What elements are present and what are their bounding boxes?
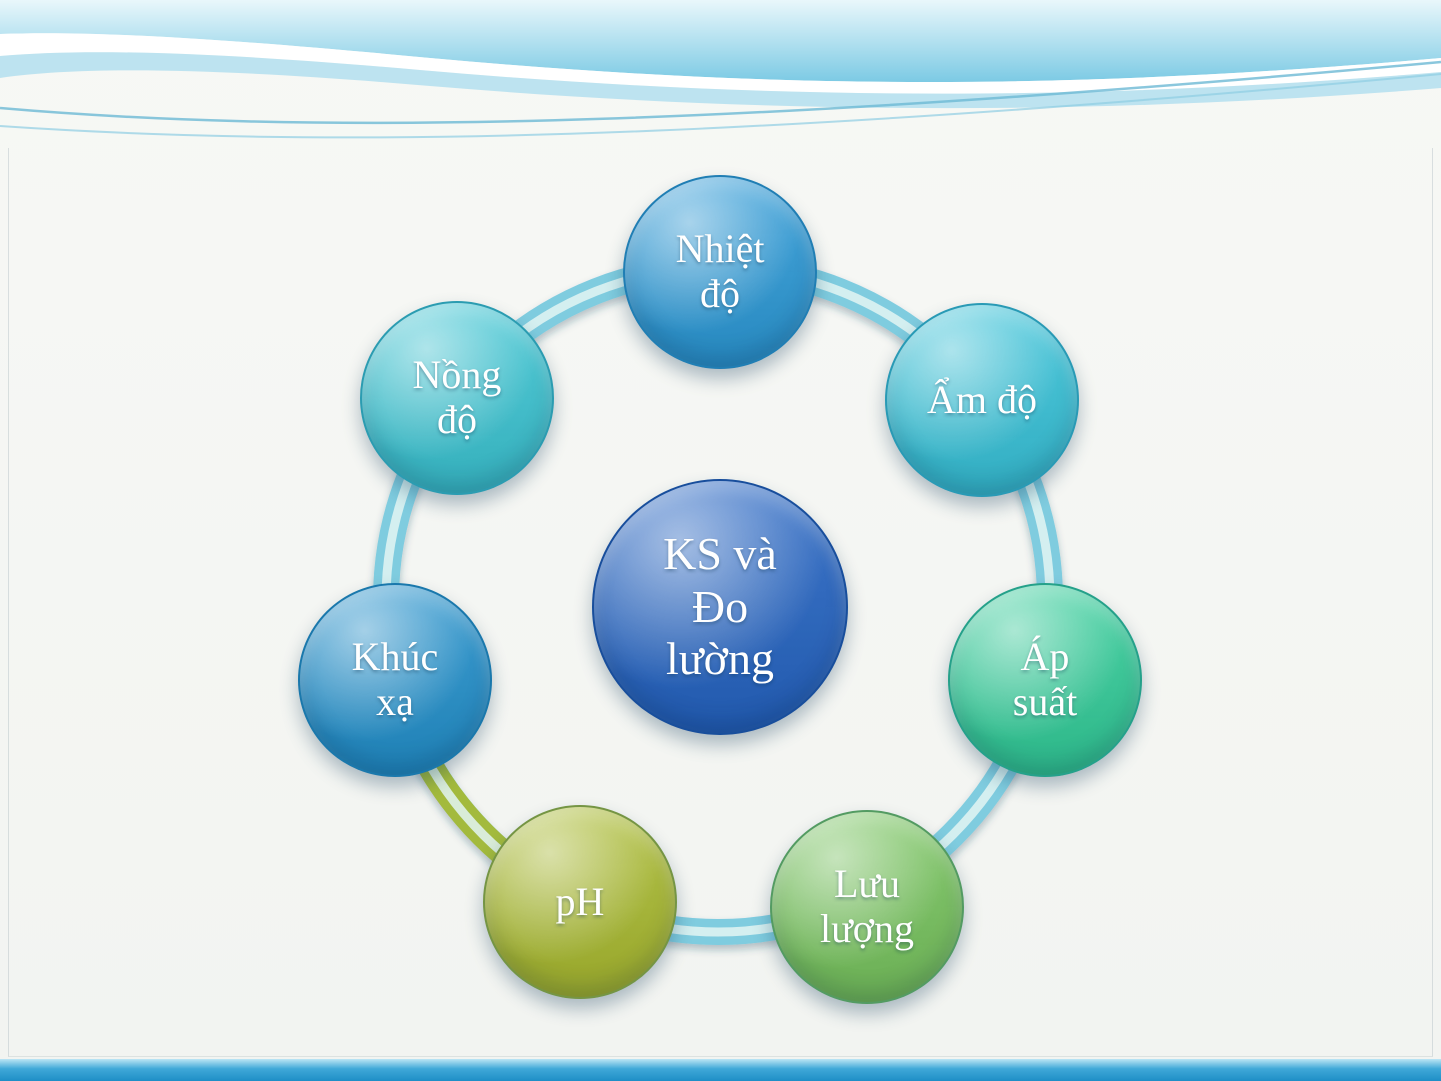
diagram-center-node: KS và Đo lường — [592, 479, 848, 735]
diagram-node-ph: pH — [483, 805, 677, 999]
footer-accent-bar — [0, 1059, 1441, 1081]
diagram-node-ap-suat: Áp suất — [948, 583, 1142, 777]
node-label: pH — [555, 878, 605, 924]
header-wave-decoration — [0, 0, 1441, 139]
node-label: Lưu lượng — [820, 861, 914, 951]
node-label: Áp suất — [1012, 634, 1078, 724]
diagram-node-nong-do: Nồng độ — [360, 301, 554, 495]
diagram-node-nhiet-do: Nhiệt độ — [623, 175, 817, 369]
center-node-label: KS và Đo lường — [663, 527, 777, 685]
diagram-node-am-do: Ẩm độ — [885, 303, 1079, 497]
node-label: Nhiệt độ — [675, 226, 765, 316]
node-label: Ẩm độ — [927, 376, 1037, 422]
diagram-node-khuc-xa: Khúc xạ — [298, 583, 492, 777]
node-label: Nồng độ — [412, 352, 502, 442]
node-label: Khúc xạ — [351, 634, 439, 724]
diagram-node-luu-luong: Lưu lượng — [770, 810, 964, 1004]
